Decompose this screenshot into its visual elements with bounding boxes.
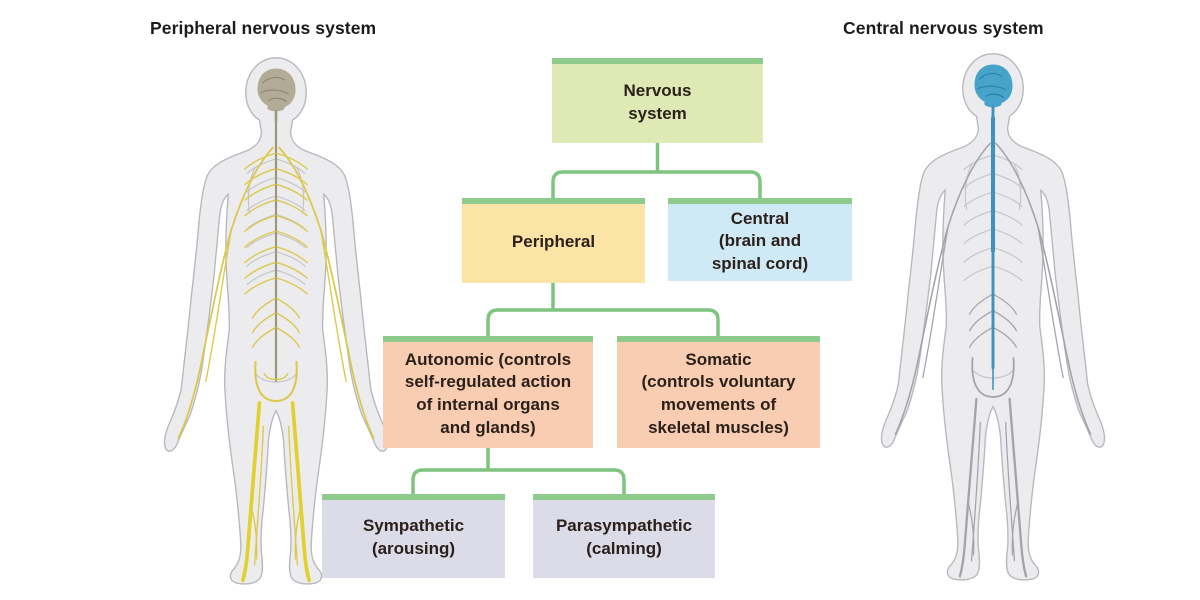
node-label: Parasympathetic (calming) [555, 516, 693, 558]
node-top-bar [552, 58, 763, 64]
peripheral-ns-heading: Peripheral nervous system [150, 18, 377, 38]
node-top-bar [383, 336, 593, 342]
cns-gray-nerves [894, 142, 1092, 578]
node-label: Peripheral [511, 232, 596, 252]
connector-level-2 [486, 281, 720, 338]
central-nervous-system-body-figure [880, 53, 1106, 581]
node-top-bar [462, 198, 645, 204]
node-label: Central (brain and spinal cord) [711, 208, 809, 273]
connector-level-1 [551, 141, 762, 200]
node-autonomic: Autonomic (controls self-regulated actio… [383, 336, 593, 448]
central-ns-heading: Central nervous system [843, 18, 1044, 38]
node-top-bar [617, 336, 820, 342]
node-top-bar [533, 494, 715, 500]
pns-brain [257, 68, 296, 112]
pns-sciatic-nerves [240, 401, 312, 583]
connector-level-3 [411, 446, 626, 496]
node-peripheral: Peripheral [462, 198, 645, 283]
node-top-bar [322, 494, 505, 500]
node-label: Sympathetic (arousing) [362, 516, 465, 558]
node-label: Autonomic (controls self-regulated actio… [404, 349, 572, 437]
node-label: Somatic (controls voluntary movements of… [641, 349, 796, 437]
node-parasympathetic: Parasympathetic (calming) [533, 494, 715, 578]
cns-brain [974, 64, 1013, 108]
node-top-bar [668, 198, 852, 204]
pns-nerves [177, 146, 375, 566]
node-central: Central (brain and spinal cord) [668, 198, 852, 281]
node-nervous-system: Nervous system [552, 58, 763, 143]
node-label: Nervous system [623, 80, 692, 123]
peripheral-nervous-system-body-figure [163, 57, 389, 585]
node-somatic: Somatic (controls voluntary movements of… [617, 336, 820, 448]
node-sympathetic: Sympathetic (arousing) [322, 494, 505, 578]
